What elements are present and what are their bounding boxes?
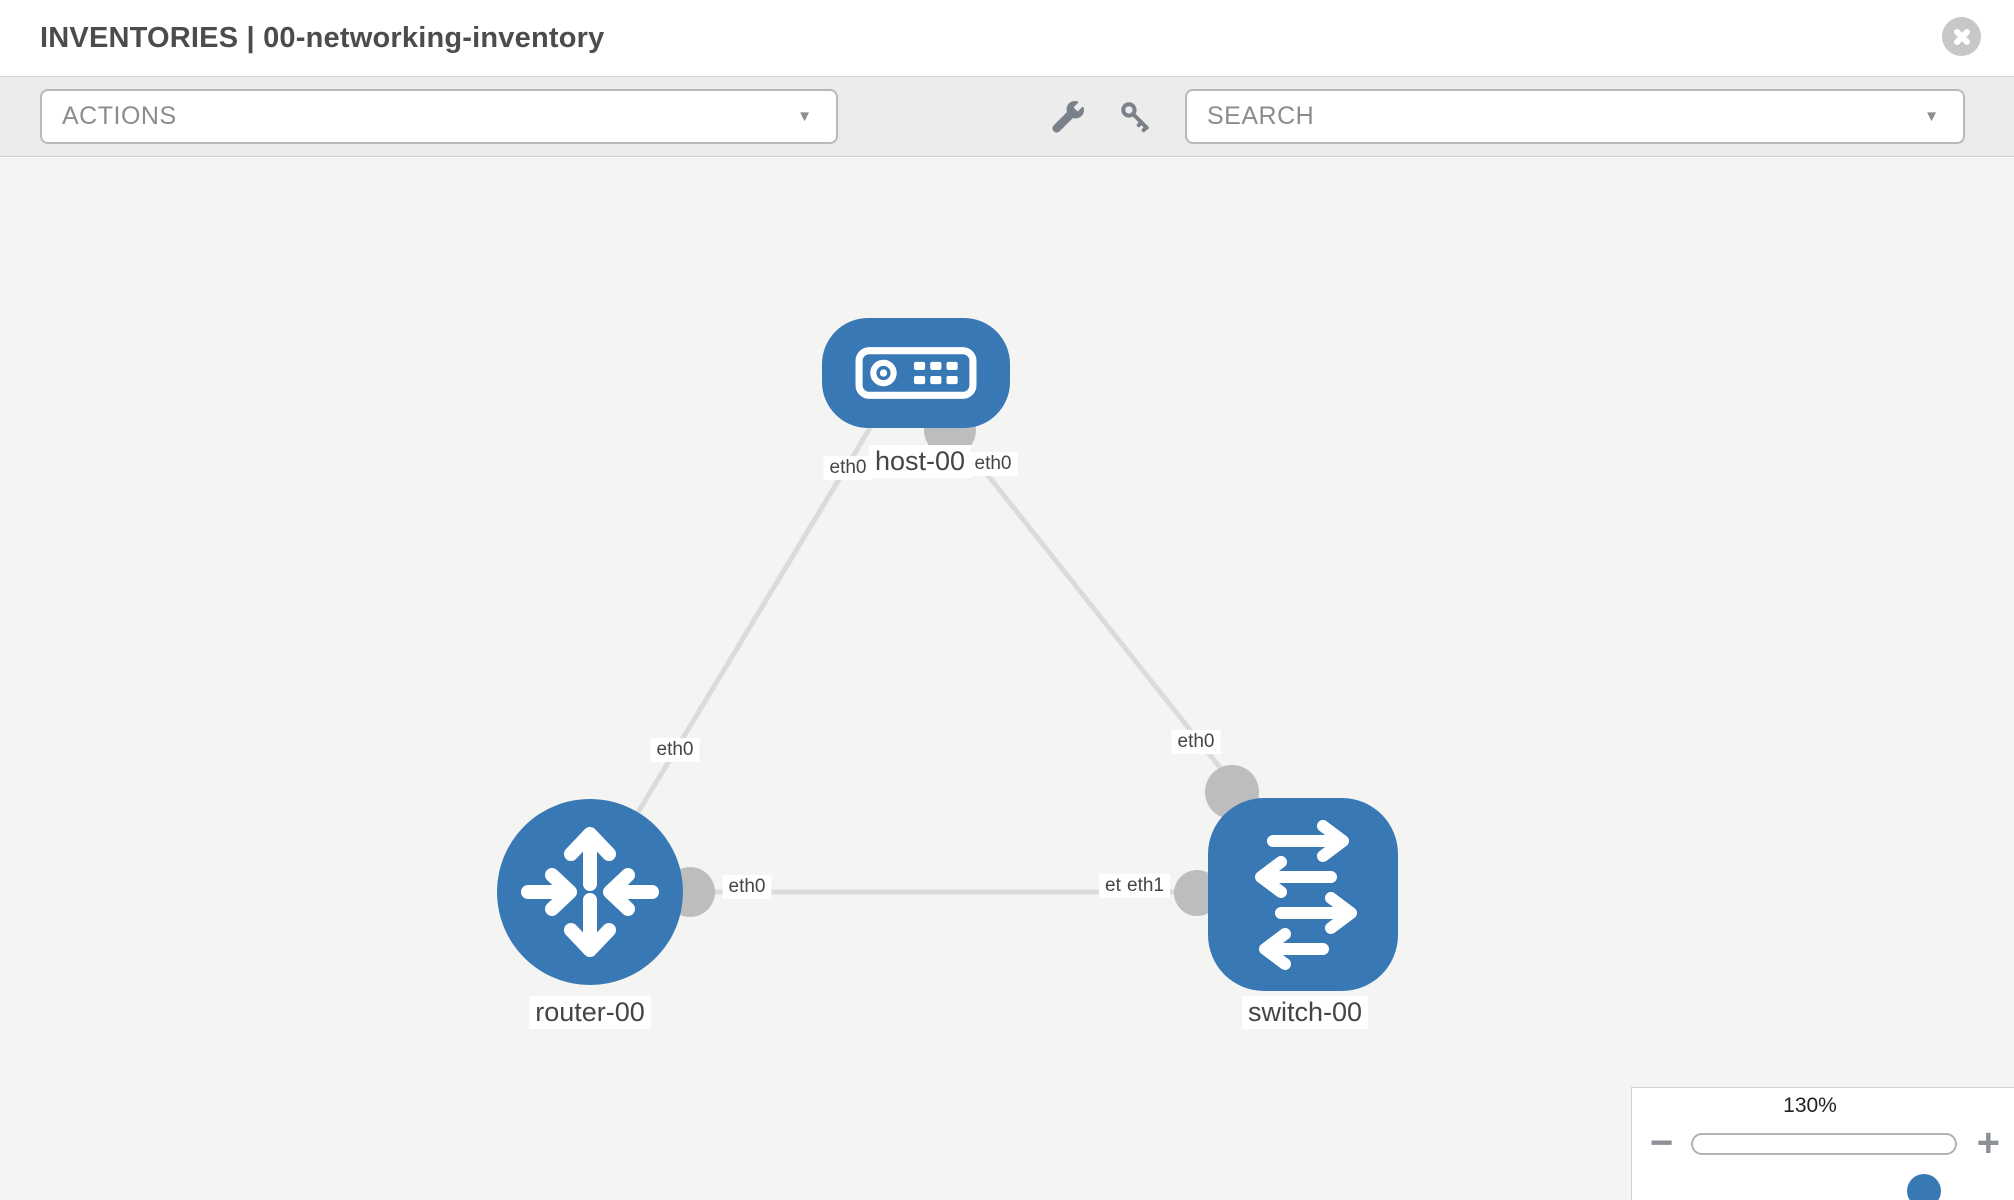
interface-label: eth0	[650, 738, 700, 762]
interface-label: eth0	[1171, 730, 1221, 754]
search-dropdown-label: SEARCH	[1207, 102, 1315, 130]
chevron-down-icon: ▼	[797, 108, 812, 125]
zoom-out-button[interactable]: −	[1650, 1121, 1674, 1165]
actions-dropdown-label: ACTIONS	[62, 102, 177, 130]
page-title: INVENTORIES | 00-networking-inventory	[40, 22, 605, 54]
node-host-00[interactable]	[822, 318, 1010, 428]
header: INVENTORIES | 00-networking-inventory	[0, 0, 2014, 76]
interface-label-overlap: eth0 eth1	[1099, 874, 1170, 898]
router-arrows-icon	[521, 827, 659, 957]
close-icon	[1962, 37, 2001, 76]
link-host-switch[interactable]	[950, 428, 1262, 820]
node-label-switch: switch-00	[1241, 996, 1369, 1029]
interface-label: eth0	[968, 452, 1018, 476]
interface-label: eth0	[722, 875, 772, 899]
zoom-slider-knob[interactable]	[1907, 1174, 1941, 1200]
node-switch-00[interactable]	[1208, 798, 1398, 991]
interface-label: eth1	[1121, 874, 1170, 898]
toolbar: ACTIONS ▼ SEARCH ▼	[0, 76, 2014, 157]
chevron-down-icon: ▼	[1924, 108, 1939, 125]
wrench-icon	[1052, 100, 1084, 133]
zoom-level: 130%	[1783, 1094, 1837, 1117]
node-router-00[interactable]	[497, 799, 683, 985]
interface-label: eth0	[823, 456, 873, 480]
switch-arrows-icon	[1255, 819, 1357, 970]
zoom-in-button[interactable]: +	[1976, 1121, 2000, 1165]
links-layer	[587, 426, 1300, 895]
tools-button[interactable]	[1048, 98, 1088, 138]
server-icon	[855, 347, 977, 399]
node-label-host: host-00	[868, 445, 972, 478]
topology-canvas[interactable]: host-00 router-00 switch-00 eth0 eth0 et…	[0, 158, 2014, 1200]
close-button[interactable]	[1942, 17, 1981, 56]
zoom-slider-track[interactable]	[1691, 1133, 1957, 1200]
zoom-panel: 130% − +	[1631, 1087, 2014, 1200]
node-label-router: router-00	[529, 996, 651, 1029]
credentials-button[interactable]	[1116, 98, 1156, 138]
search-dropdown[interactable]: SEARCH ▼	[1185, 89, 1965, 144]
key-icon	[1121, 101, 1149, 132]
actions-dropdown[interactable]: ACTIONS ▼	[40, 89, 838, 144]
